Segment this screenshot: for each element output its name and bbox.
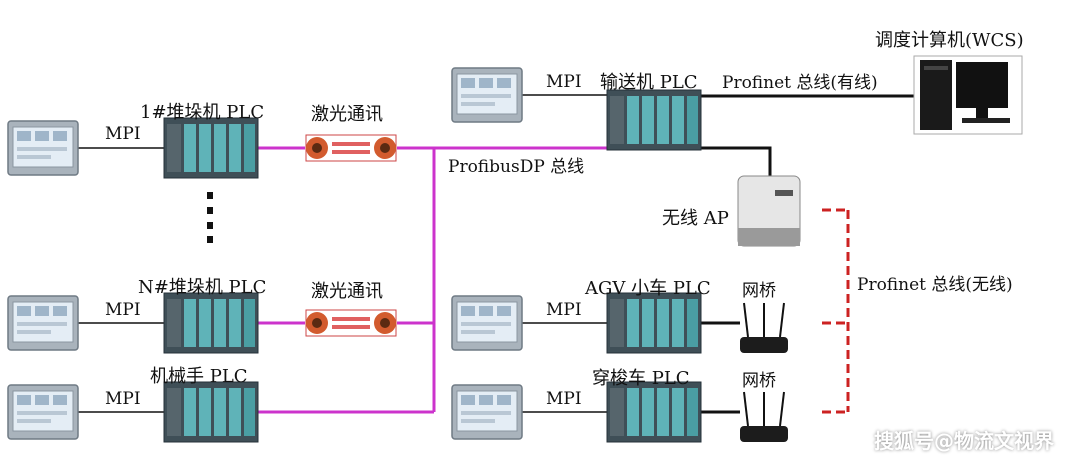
plc-rack-icon (606, 89, 702, 151)
hmi-panel-icon (451, 67, 523, 123)
router-icon (739, 391, 789, 443)
wcs-label: 调度计算机(WCS) (875, 30, 1024, 51)
laser-comm-label: 激光通讯 (311, 281, 383, 302)
plc-shuttle-label: 穿梭车 PLC (592, 368, 690, 389)
wireless-ap-icon (737, 175, 801, 247)
profibus-lines (258, 146, 610, 414)
profibus-label: ProfibusDP 总线 (448, 157, 585, 177)
plc-rack-icon (163, 381, 259, 443)
profinet-wireless-label: Profinet 总线(无线) (857, 275, 1013, 295)
plc-robot-label: 机械手 PLC (150, 366, 248, 387)
laser-transceiver-icon (305, 309, 397, 337)
server-pc-icon (913, 55, 1023, 135)
mpi-label: MPI (546, 72, 582, 92)
ellipsis-dots (207, 192, 213, 243)
router-icon (739, 302, 789, 354)
plc-rack-icon (606, 292, 702, 354)
profinet-wired-label: Profinet 总线(有线) (722, 73, 878, 93)
plc-rack-icon (163, 117, 259, 179)
mpi-label: MPI (105, 300, 141, 320)
plc-rack-icon (606, 381, 702, 443)
plc-rack-icon (163, 292, 259, 354)
wireless-ap-label: 无线 AP (662, 208, 729, 229)
bridge-label: 网桥 (742, 371, 776, 391)
hmi-panel-icon (7, 384, 79, 440)
laser-transceiver-icon (305, 134, 397, 162)
mpi-label: MPI (546, 389, 582, 409)
hmi-panel-icon (7, 120, 79, 176)
bridge-label: 网桥 (742, 281, 776, 301)
watermark: 搜狐号@物流文视界 (874, 429, 1054, 453)
wired-lines (78, 94, 915, 414)
hmi-panel-icon (7, 295, 79, 351)
mpi-label: MPI (105, 124, 141, 144)
hmi-panel-icon (451, 295, 523, 351)
mpi-label: MPI (105, 389, 141, 409)
laser-comm-label: 激光通讯 (311, 104, 383, 125)
mpi-label: MPI (546, 300, 582, 320)
plc-stacker-1-label: 1#堆垛机 PLC (140, 102, 265, 123)
wireless-bracket (822, 208, 850, 414)
plc-stacker-n-label: N#堆垛机 PLC (138, 277, 267, 298)
plc-agv-label: AGV 小车 PLC (585, 278, 711, 299)
hmi-panel-icon (451, 384, 523, 440)
plc-conveyor-label: 输送机 PLC (600, 72, 698, 93)
